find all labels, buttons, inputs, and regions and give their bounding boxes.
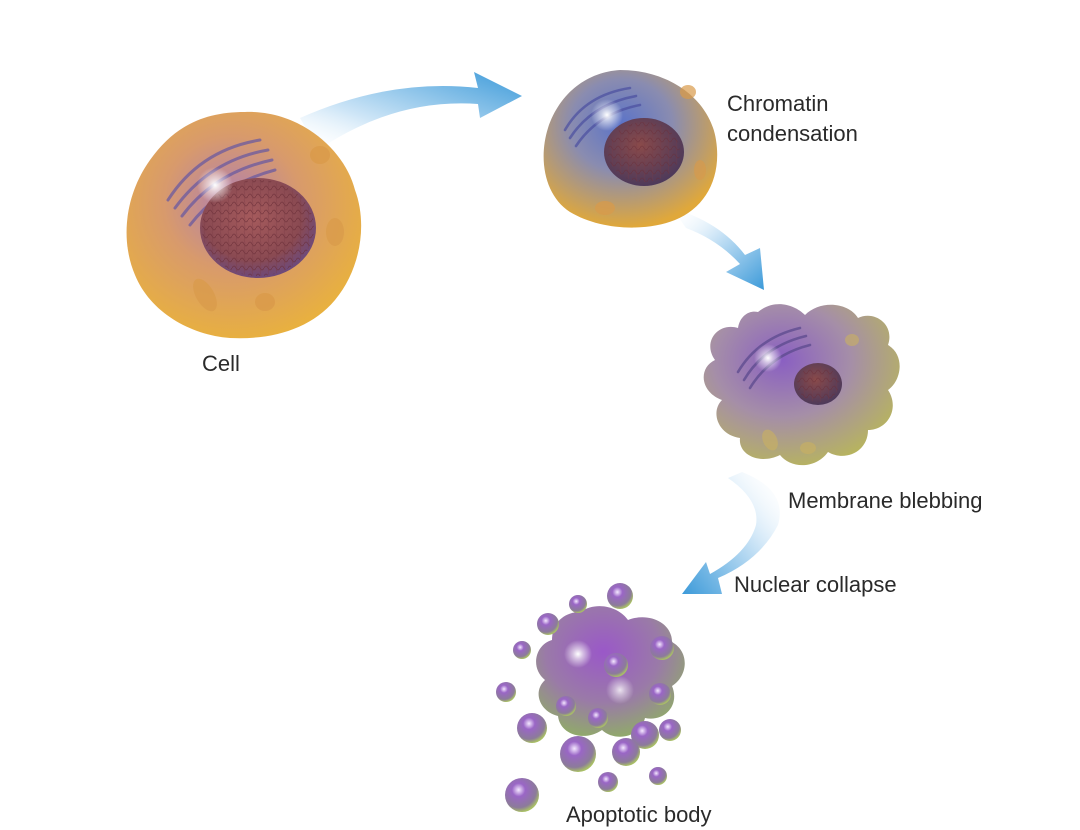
normal-cell-illustration bbox=[126, 111, 362, 339]
apoptotic-label-line: Apoptotic body bbox=[566, 802, 712, 827]
chromatin-label-line-1: Chromatin bbox=[727, 91, 829, 116]
apoptotic-body-illustration bbox=[496, 583, 685, 812]
apoptotic-body-fragments bbox=[496, 583, 681, 812]
chromatin-label-line-2: condensation bbox=[727, 121, 858, 146]
cell-label: Cell bbox=[202, 349, 240, 379]
blebbing-label-line: Membrane blebbing bbox=[788, 488, 983, 513]
arrow-chromatin-to-blebbing bbox=[672, 208, 764, 290]
chromatin-condensation-illustration bbox=[543, 70, 718, 228]
arrow-cell-to-chromatin bbox=[300, 72, 522, 150]
arrow-blebbing-to-apoptotic bbox=[682, 472, 780, 594]
chromatin-condensation-label: Chromatin condensation bbox=[727, 89, 858, 149]
cell-label-line: Cell bbox=[202, 351, 240, 376]
nuclear-collapse-label: Nuclear collapse bbox=[734, 570, 897, 600]
membrane-blebbing-label: Membrane blebbing bbox=[788, 486, 982, 516]
collapse-label-line: Nuclear collapse bbox=[734, 572, 897, 597]
apoptotic-body-label: Apoptotic body bbox=[566, 800, 712, 830]
membrane-blebbing-illustration bbox=[703, 304, 900, 466]
